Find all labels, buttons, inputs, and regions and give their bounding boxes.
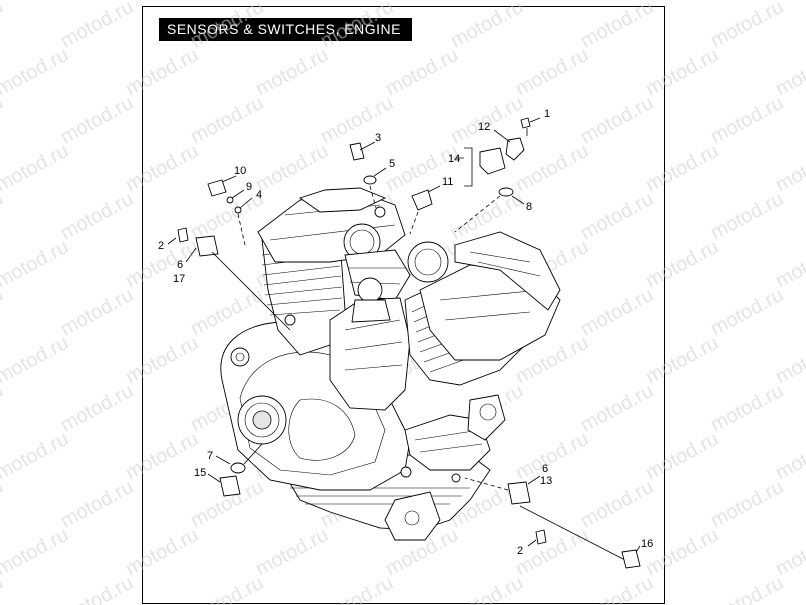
watermark-text: motod.ru [512, 0, 592, 4]
watermark-text: motod.ru [577, 92, 657, 148]
watermark-text: motod.ru [122, 44, 202, 100]
watermark-text: motod.ru [642, 524, 722, 580]
watermark-text: motod.ru [0, 188, 7, 244]
watermark-text: motod.ru [382, 0, 462, 4]
watermark-text: motod.ru [772, 332, 806, 388]
watermark-text: motod.ru [57, 0, 137, 52]
watermark-text: motod.ru [317, 572, 397, 605]
watermark-text: motod.ru [642, 428, 722, 484]
diagram-title: SENSORS & SWITCHES, ENGINE [159, 18, 412, 41]
watermark-text: motod.ru [252, 524, 332, 580]
callout-5: 5 [389, 158, 395, 170]
watermark-text: motod.ru [0, 332, 72, 388]
watermark-text: motod.ru [447, 0, 527, 52]
callout-15: 15 [194, 467, 206, 479]
watermark-text: motod.ru [512, 524, 592, 580]
callout-13: 13 [540, 475, 552, 487]
watermark-text: motod.ru [642, 140, 722, 196]
watermark-text: motod.ru [0, 236, 72, 292]
watermark-text: motod.ru [0, 572, 7, 605]
watermark-text: motod.ru [187, 92, 267, 148]
watermark-text: motod.ru [707, 284, 787, 340]
watermark-text: motod.ru [0, 0, 72, 4]
watermark-text: motod.ru [707, 188, 787, 244]
watermark-text: motod.ru [382, 44, 462, 100]
callout-4: 4 [256, 189, 262, 201]
watermark-text: motod.ru [772, 524, 806, 580]
watermark-text: motod.ru [57, 380, 137, 436]
watermark-text: motod.ru [772, 236, 806, 292]
callout-2-lower: 2 [517, 545, 523, 557]
watermark-text: motod.ru [577, 476, 657, 532]
callout-12: 12 [478, 121, 490, 133]
watermark-text: motod.ru [642, 0, 722, 4]
watermark-text: motod.ru [707, 92, 787, 148]
watermark-text: motod.ru [122, 0, 202, 4]
watermark-text: motod.ru [122, 428, 202, 484]
watermark-text: motod.ru [577, 188, 657, 244]
watermark-text: motod.ru [187, 0, 267, 52]
callout-17: 17 [173, 273, 185, 285]
watermark-text: motod.ru [0, 428, 72, 484]
callout-2-upper: 2 [158, 240, 164, 252]
watermark-text: motod.ru [0, 0, 7, 52]
watermark-text: motod.ru [707, 0, 787, 52]
watermark-text: motod.ru [577, 284, 657, 340]
watermark-text: motod.ru [317, 92, 397, 148]
callout-6-upper: 6 [177, 259, 183, 271]
watermark-text: motod.ru [707, 380, 787, 436]
watermark-text: motod.ru [252, 140, 332, 196]
watermark-text: motod.ru [512, 44, 592, 100]
watermark-text: motod.ru [57, 476, 137, 532]
watermark-text: motod.ru [57, 92, 137, 148]
watermark-text: motod.ru [642, 236, 722, 292]
watermark-text: motod.ru [0, 44, 72, 100]
watermark-text: motod.ru [57, 284, 137, 340]
watermark-text: motod.ru [577, 572, 657, 605]
watermark-text: motod.ru [577, 0, 657, 52]
watermark-text: motod.ru [122, 524, 202, 580]
watermark-text: motod.ru [447, 572, 527, 605]
watermark-text: motod.ru [0, 140, 72, 196]
watermark-text: motod.ru [0, 524, 72, 580]
parts-and-leaders [167, 117, 641, 569]
watermark-text: motod.ru [57, 188, 137, 244]
watermark-text: motod.ru [512, 140, 592, 196]
watermark-text: motod.ru [317, 0, 397, 52]
watermark-text: motod.ru [772, 428, 806, 484]
watermark-text: motod.ru [642, 332, 722, 388]
callout-11: 11 [442, 176, 453, 188]
callout-10: 10 [234, 165, 246, 177]
watermark-text: motod.ru [122, 332, 202, 388]
watermark-text: motod.ru [252, 0, 332, 4]
watermark-text: motod.ru [0, 380, 7, 436]
watermark-text: motod.ru [0, 284, 7, 340]
watermark-text: motod.ru [122, 140, 202, 196]
callout-1: 1 [544, 108, 550, 120]
watermark-text: motod.ru [707, 476, 787, 532]
callout-8: 8 [526, 201, 532, 213]
watermark-text: motod.ru [772, 44, 806, 100]
callout-labels: 1 12 3 14 5 10 11 9 4 8 2 6 17 7 15 6 13… [158, 108, 653, 557]
watermark-text: motod.ru [642, 44, 722, 100]
watermark-text: motod.ru [252, 44, 332, 100]
callout-7: 7 [207, 450, 213, 462]
callout-6-lower: 6 [542, 463, 548, 475]
watermark-text: motod.ru [772, 140, 806, 196]
watermark-text: motod.ru [0, 476, 7, 532]
watermark-text: motod.ru [0, 92, 7, 148]
callout-3: 3 [375, 132, 381, 144]
callout-9: 9 [246, 181, 252, 193]
watermark-text: motod.ru [57, 572, 137, 605]
watermark-text: motod.ru [187, 572, 267, 605]
callout-16: 16 [641, 538, 653, 550]
watermark-text: motod.ru [707, 572, 787, 605]
callout-14: 14 [448, 153, 460, 165]
watermark-text: motod.ru [577, 380, 657, 436]
